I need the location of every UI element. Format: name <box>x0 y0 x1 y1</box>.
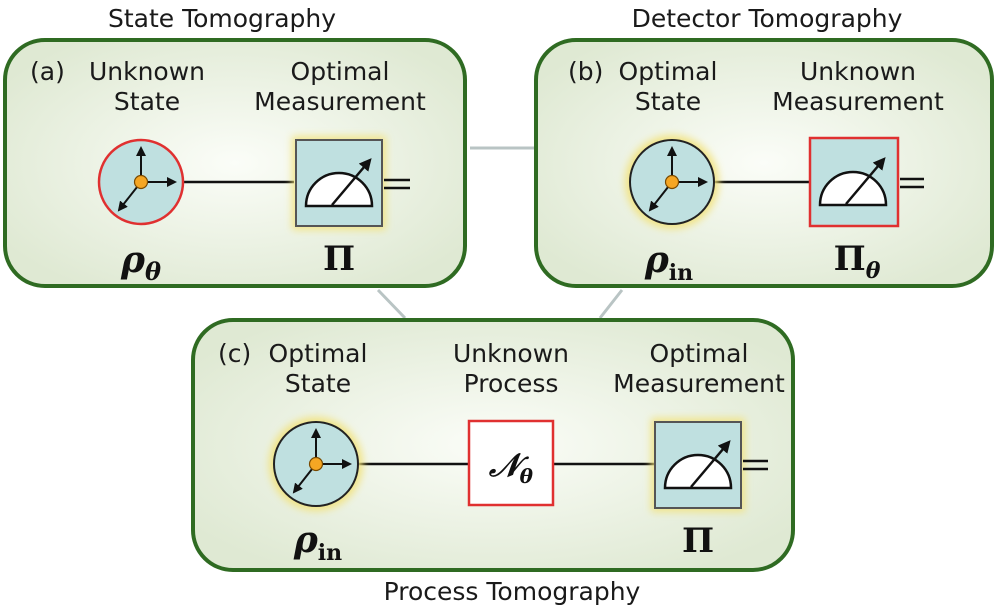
meter-icon <box>663 453 733 490</box>
panel-b-tag: (b) <box>568 57 603 86</box>
state-dot-icon <box>308 456 324 472</box>
panel-a-left-label-2: State <box>114 87 180 116</box>
panel-c-left-label-2: State <box>285 369 351 398</box>
meter-needle-icon <box>690 440 731 488</box>
meter-needle-icon <box>331 158 372 206</box>
panel-c-left-label-1: Optimal <box>269 339 368 368</box>
panel-b-left-label-2: State <box>635 87 701 116</box>
panel-c-right-label-2: Measurement <box>613 369 785 398</box>
panel-c-mid-label-1: Unknown <box>453 339 569 368</box>
state-dot-icon <box>664 174 680 190</box>
panel-a: (a) Unknown State Optimal Measurement <box>3 38 467 288</box>
panel-a-right-label-1: Optimal <box>291 57 390 86</box>
panel-b-state <box>625 135 719 229</box>
panel-b: (b) Optimal State Unknown Measurement <box>534 38 994 288</box>
meter-icon <box>304 171 374 208</box>
panel-a-left-label-1: Unknown <box>89 57 205 86</box>
panel-c-process-symbol: 𝒩θ <box>488 446 534 488</box>
process-tomography-title: Process Tomography <box>384 577 641 606</box>
panel-b-measurement <box>808 136 924 228</box>
panel-b-left-label-1: Optimal <box>619 57 718 86</box>
panel-a-measurement <box>292 136 410 230</box>
panel-a-tag: (a) <box>30 57 65 86</box>
process-box <box>467 419 555 507</box>
meter-icon <box>818 170 888 207</box>
panel-c-state <box>269 417 363 511</box>
panel-b-right-label-2: Measurement <box>772 87 944 116</box>
panel-b-right-label-1: Unknown <box>800 57 916 86</box>
panel-c-right-label-1: Optimal <box>650 339 749 368</box>
panel-b-meas-symbol: Πθ <box>834 239 881 284</box>
panel-a-state-symbol: ρθ <box>120 239 161 286</box>
panel-c: (c) Optimal State Unknown Process Optima… <box>191 318 795 572</box>
panel-c-measurement <box>651 418 768 512</box>
panel-b-state-symbol: ρin <box>644 239 693 286</box>
state-dot-icon <box>133 174 149 190</box>
detector-tomography-title: Detector Tomography <box>632 4 903 33</box>
panel-c-meas-symbol: Π <box>682 521 714 561</box>
panel-c-tag: (c) <box>218 339 251 368</box>
panel-b-frame <box>534 38 994 288</box>
panel-a-frame <box>3 38 467 288</box>
panel-a-right-label-2: Measurement <box>254 87 426 116</box>
panel-c-state-symbol: ρin <box>293 519 342 566</box>
panel-connectors <box>376 146 624 320</box>
connector-b-c <box>598 289 624 319</box>
state-tomography-title: State Tomography <box>108 4 336 33</box>
panel-c-mid-label-2: Process <box>464 369 559 398</box>
panel-c-process: 𝒩θ <box>467 419 555 507</box>
panel-a-state <box>97 138 185 226</box>
panel-a-meas-symbol: Π <box>323 239 355 279</box>
connector-a-c <box>376 288 407 320</box>
meter-needle-icon <box>845 157 886 205</box>
